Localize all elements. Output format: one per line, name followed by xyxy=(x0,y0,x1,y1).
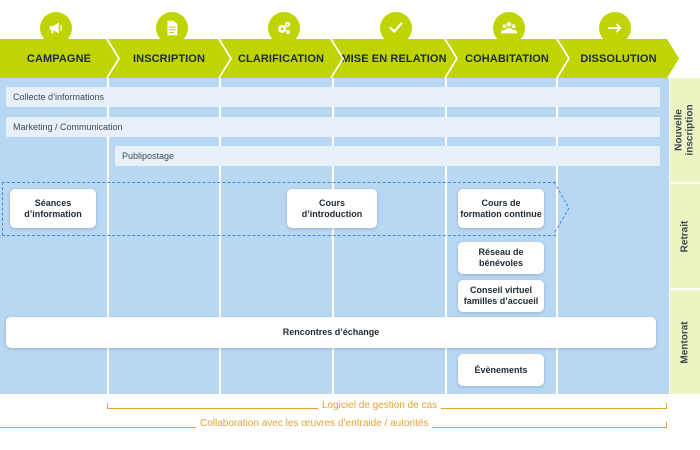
bar-publipostage: Publipostage xyxy=(115,146,660,166)
box-cours-formation: Cours de formation continue xyxy=(458,189,544,228)
stage-label: COHABITATION xyxy=(465,52,549,65)
training-band xyxy=(2,182,556,236)
megaphone-icon xyxy=(40,12,72,44)
box-evenements: Évènements xyxy=(458,354,544,386)
training-band-arrow xyxy=(553,181,570,235)
box-rencontres-echange: Rencontres d’échange xyxy=(6,317,656,348)
stage-dissolution: DISSOLUTION xyxy=(558,39,679,78)
bar-label: Publipostage xyxy=(122,151,175,161)
checkmark-icon xyxy=(380,12,412,44)
stage-cohabitation: COHABITATION xyxy=(446,39,568,78)
column-divider xyxy=(107,78,109,394)
box-reseau-benevoles: Réseau de bénévoles xyxy=(458,242,544,274)
bar-label: Collecte d’informations xyxy=(13,92,105,102)
arrow-right-icon xyxy=(599,12,631,44)
stage-label: INSCRIPTION xyxy=(133,52,205,65)
side-label: Nouvelle inscription xyxy=(674,104,696,156)
stage-label: CLARIFICATION xyxy=(237,52,325,65)
column-divider xyxy=(556,78,558,394)
bar-marketing: Marketing / Communication xyxy=(6,117,660,137)
side-nouvelle-inscription: Nouvelle inscription xyxy=(670,78,700,182)
box-seances-information: Séances d’information xyxy=(10,189,96,228)
stage-campagne: CAMPAGNE xyxy=(0,39,118,78)
side-label: Retrait xyxy=(679,220,691,252)
column-divider xyxy=(219,78,221,394)
box-cours-introduction: Cours d’introduction xyxy=(287,189,377,228)
stage-label: MISE EN RELATION xyxy=(341,52,447,65)
bracket-collaboration-label: Collaboration avec les œuvres d’entraide… xyxy=(196,418,433,429)
stage-mise-en-relation: MISE EN RELATION xyxy=(332,39,456,78)
bar-label: Marketing / Communication xyxy=(13,122,123,132)
box-conseil-virtuel: Conseil virtuel familles d’accueil xyxy=(458,280,544,312)
bar-collecte: Collecte d’informations xyxy=(6,87,660,107)
stage-label: DISSOLUTION xyxy=(580,52,657,65)
group-icon xyxy=(493,12,525,44)
stage-clarification: CLARIFICATION xyxy=(220,39,342,78)
side-retrait: Retrait xyxy=(670,184,700,288)
bracket-logiciel-label: Logiciel de gestion de cas xyxy=(318,400,442,411)
column-divider xyxy=(445,78,447,394)
gears-icon xyxy=(268,12,300,44)
stage-label: CAMPAGNE xyxy=(26,52,92,65)
document-icon xyxy=(156,12,188,44)
side-label: Mentorat xyxy=(679,320,691,364)
column-divider xyxy=(332,78,334,394)
stage-inscription: INSCRIPTION xyxy=(108,39,230,78)
side-mentorat: Mentorat xyxy=(670,290,700,394)
